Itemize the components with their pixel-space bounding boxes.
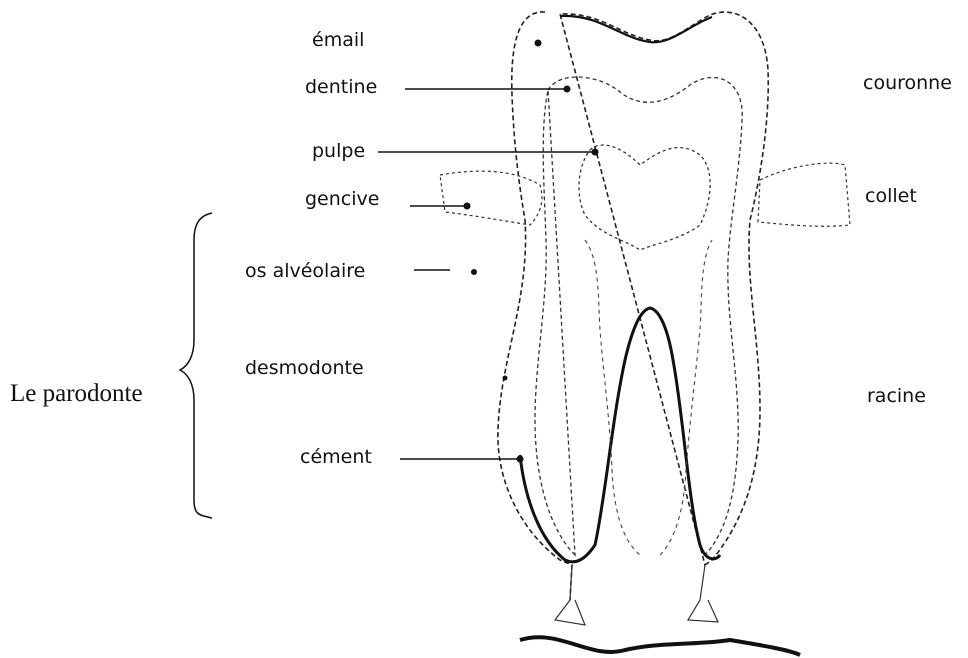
root-apex-right [688,565,718,622]
label-os-alveolaire: os alvéolaire [245,262,365,281]
gum-left [440,171,542,225]
label-pulpe: pulpe [312,142,365,161]
dot-email [535,40,542,47]
crown-surface [560,16,712,42]
label-parodonte: Le parodonte [10,381,143,406]
root-apex-left [555,565,585,625]
root-canal [520,308,720,562]
parodonte-brace [180,213,212,518]
label-collet: collet [865,187,917,206]
dot-dentine [564,86,571,93]
dot-cement [517,456,524,463]
jaw-bone [520,637,800,655]
label-cement: cément [300,448,372,467]
dentine-outline [535,77,742,555]
dot-os-alveolaire [471,269,477,275]
label-couronne: couronne [863,74,952,93]
label-dentine: dentine [305,78,377,97]
gum-right [758,163,850,226]
dot-pulpe [592,149,599,156]
dot-desmodonte [503,376,508,381]
label-racine: racine [867,387,926,406]
label-email: émail [312,31,364,50]
dot-gencive [464,203,471,210]
label-gencive: gencive [305,190,379,209]
label-desmodonte: desmodonte [245,359,364,378]
pulp-chamber [579,145,710,250]
